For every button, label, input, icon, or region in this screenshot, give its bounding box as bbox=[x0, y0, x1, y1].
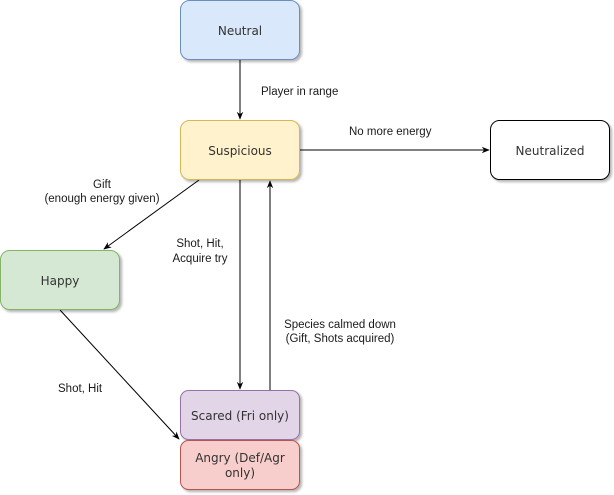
state-label: Scared (Fri only) bbox=[191, 409, 289, 423]
state-label: Neutralized bbox=[516, 144, 585, 158]
edge-label-line2: (enough energy given) bbox=[44, 193, 159, 205]
state-label: Suspicious bbox=[208, 144, 272, 158]
edge-happy-to-angry[interactable]: Shot, Hit bbox=[58, 309, 180, 440]
state-label-line2: only) bbox=[225, 466, 255, 480]
edge-label-line1: Species calmed down bbox=[284, 319, 396, 331]
state-label: Neutral bbox=[218, 24, 262, 38]
state-label: Happy bbox=[41, 274, 80, 288]
edge-neutral-to-suspicious[interactable]: Player in range bbox=[236, 60, 338, 120]
state-scared[interactable]: Scared (Fri only) bbox=[180, 390, 300, 440]
edge-scared-to-suspicious[interactable]: Species calmed down (Gift, Shots acquire… bbox=[266, 180, 396, 390]
state-suspicious[interactable]: Suspicious bbox=[180, 120, 300, 180]
edge-label-line2: Acquire try bbox=[173, 253, 228, 265]
state-neutral[interactable]: Neutral bbox=[180, 0, 300, 60]
state-happy[interactable]: Happy bbox=[0, 250, 120, 310]
state-angry[interactable]: Angry (Def/Agr only) bbox=[180, 440, 300, 490]
edge-label-line2: (Gift, Shots acquired) bbox=[286, 333, 395, 345]
edge-label: Player in range bbox=[261, 86, 338, 98]
edge-label-line1: Gift bbox=[93, 179, 112, 191]
edge-label: No more energy bbox=[349, 126, 432, 138]
state-neutralized[interactable]: Neutralized bbox=[490, 120, 610, 180]
edge-suspicious-to-scared[interactable]: Shot, Hit, Acquire try bbox=[173, 180, 244, 390]
state-label-line1: Angry (Def/Agr bbox=[195, 451, 285, 465]
edge-suspicious-to-neutralized[interactable]: No more energy bbox=[300, 126, 490, 154]
edge-suspicious-to-happy[interactable]: Gift (enough energy given) bbox=[44, 179, 200, 250]
edge-label-line1: Shot, Hit, bbox=[176, 238, 223, 250]
edge-label: Shot, Hit bbox=[58, 383, 103, 395]
